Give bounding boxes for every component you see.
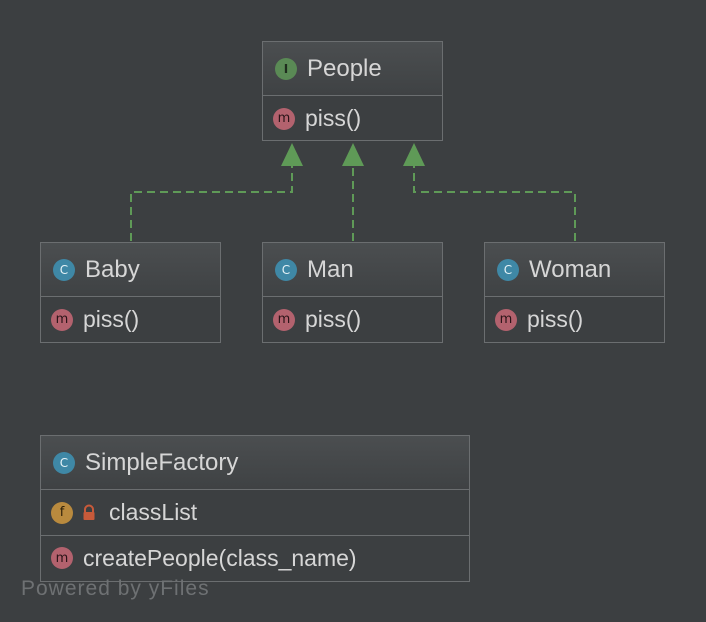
field-row[interactable]: f classList (41, 490, 469, 535)
watermark: Powered by yFiles (21, 577, 210, 600)
class-man-header: C Man (263, 243, 442, 297)
class-simplefactory-header: C SimpleFactory (41, 436, 469, 490)
method-row[interactable]: m piss() (41, 297, 220, 342)
class-name: Man (307, 255, 354, 283)
edge-baby-people (130, 166, 293, 241)
method-label: piss() (305, 306, 362, 332)
method-icon: m (51, 547, 73, 569)
method-row[interactable]: m piss() (485, 297, 664, 342)
method-label: createPeople(class_name) (83, 544, 357, 571)
class-icon: C (497, 258, 519, 281)
arrowhead-woman (403, 143, 425, 166)
lock-icon (83, 504, 95, 520)
class-woman-header: C Woman (485, 243, 664, 297)
class-icon: C (275, 258, 297, 281)
method-icon: m (495, 308, 517, 331)
method-label: piss() (305, 105, 362, 131)
interface-people-node[interactable]: I People m piss() (262, 41, 443, 141)
interface-icon: I (275, 57, 297, 80)
class-simplefactory-node[interactable]: C SimpleFactory f classList m createPeop… (40, 435, 470, 582)
interface-name: People (307, 54, 382, 82)
class-woman-node[interactable]: C Woman m piss() (484, 242, 665, 343)
method-row[interactable]: m createPeople(class_name) (41, 535, 469, 580)
class-icon: C (53, 451, 75, 474)
interface-people-header: I People (263, 42, 442, 96)
class-man-node[interactable]: C Man m piss() (262, 242, 443, 343)
method-icon: m (51, 308, 73, 331)
class-baby-header: C Baby (41, 243, 220, 297)
method-icon: m (273, 107, 295, 130)
edge-woman-people (413, 166, 576, 241)
method-icon: m (273, 308, 295, 331)
method-label: piss() (527, 306, 584, 332)
method-row[interactable]: m piss() (263, 96, 442, 141)
class-name: SimpleFactory (85, 448, 239, 476)
class-icon: C (53, 258, 75, 281)
class-baby-node[interactable]: C Baby m piss() (40, 242, 221, 343)
field-label: classList (109, 499, 198, 525)
arrowhead-man (342, 143, 364, 166)
field-icon: f (51, 501, 73, 524)
method-row[interactable]: m piss() (263, 297, 442, 342)
class-name: Baby (85, 255, 140, 283)
method-label: piss() (83, 306, 140, 332)
class-name: Woman (529, 255, 612, 283)
arrowhead-baby (281, 143, 303, 166)
